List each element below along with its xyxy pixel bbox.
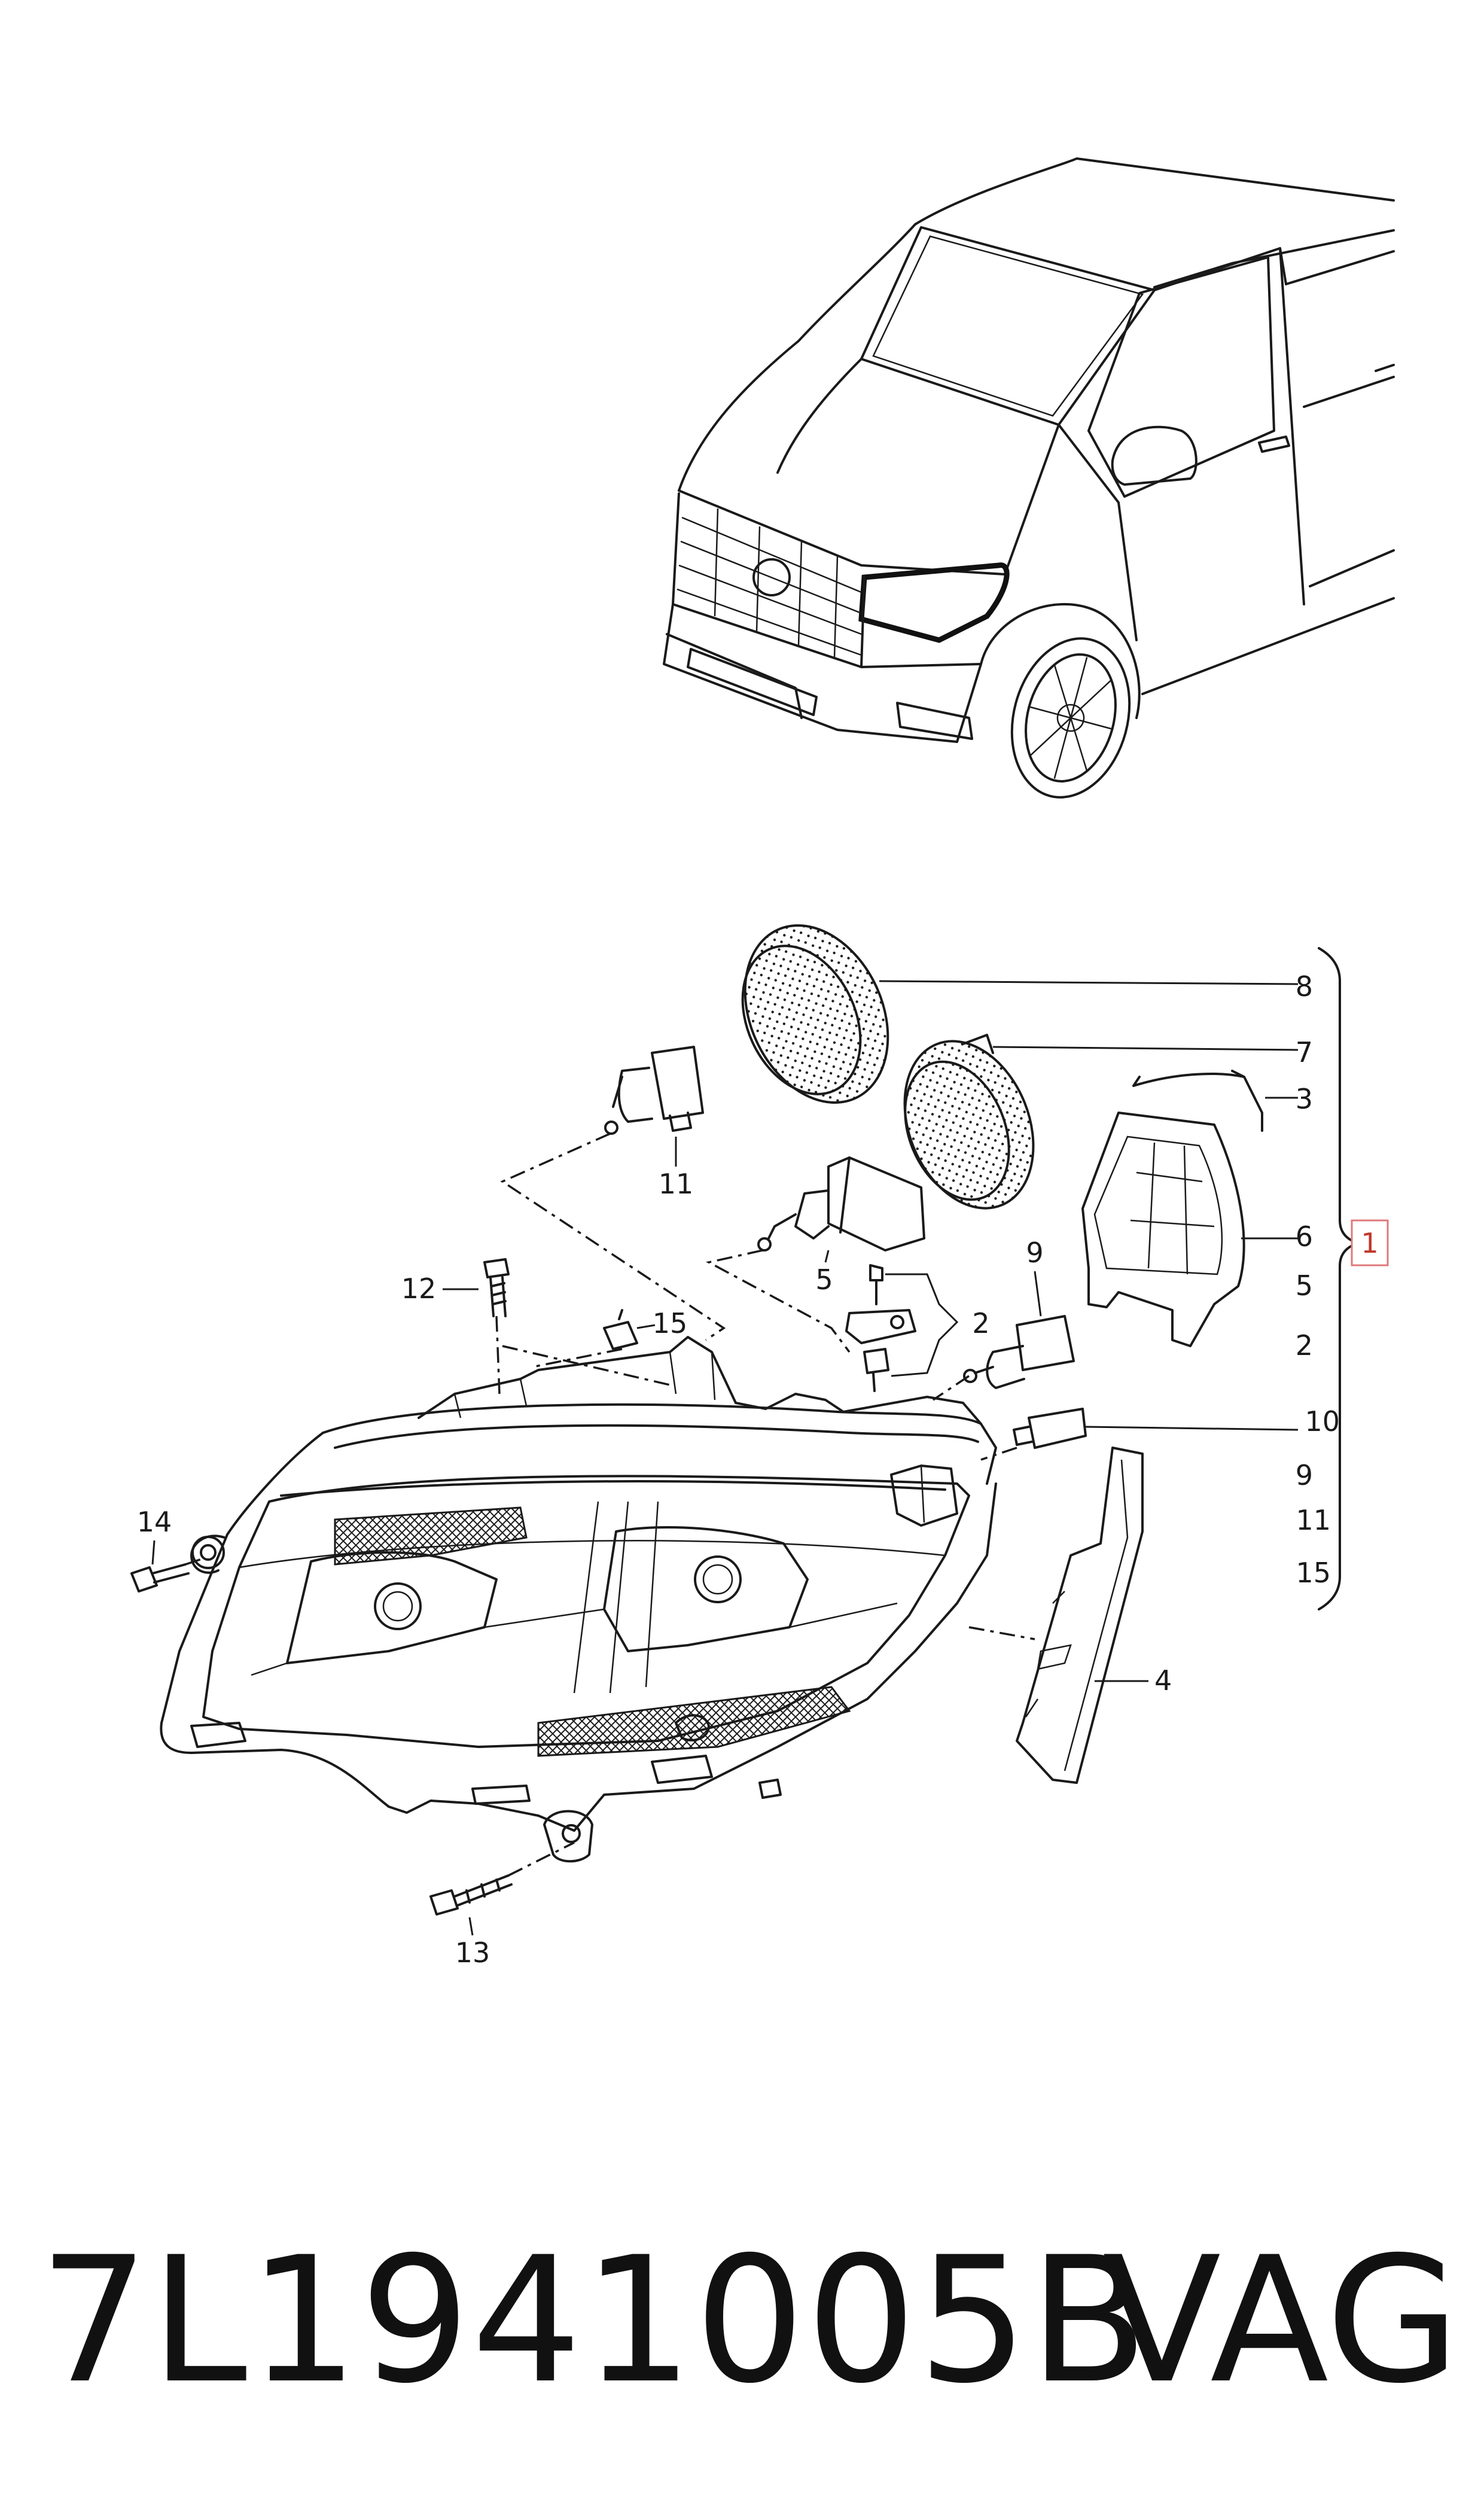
part-12-screw: 12 (401, 1258, 510, 1317)
callout-11: 11 (659, 1168, 694, 1200)
list-callout-15: 15 (1296, 1557, 1331, 1589)
part-8-dust-cap (741, 924, 1299, 1104)
part-9-bulb: 9 (963, 1237, 1075, 1389)
list-callout-2: 2 (1296, 1329, 1313, 1362)
part-15-clip: 15 (603, 1307, 688, 1350)
assembly-lines (185, 1132, 1035, 1877)
list-callout-10: 10 (1305, 1405, 1340, 1438)
assembly-callout-box (1351, 1219, 1389, 1266)
list-callout-8: 8 (1296, 970, 1313, 1003)
part-10-bulb (1013, 1408, 1299, 1449)
footer: 7L1941005B VAG (0, 2231, 1484, 2411)
grille-bars (677, 508, 862, 659)
list-callout-11: 11 (1296, 1504, 1331, 1536)
van-illustration (663, 157, 1395, 799)
part-13-screw: 13 (429, 1874, 513, 1969)
bracket-list: 8 7 3 6 5 2 10 9 11 15 (1296, 970, 1340, 1589)
callout-13: 13 (455, 1937, 490, 1969)
callout-15: 15 (653, 1307, 688, 1339)
wheel-spokes (1029, 657, 1113, 779)
part-number: 7L1941005B (39, 2220, 1150, 2422)
part-14-screw: 14 (130, 1506, 225, 1593)
part-7-dust-cap (903, 1034, 1299, 1210)
assembly-callout-label: 1 (1361, 1227, 1378, 1259)
part-4-trim-strip: 4 (1016, 1447, 1172, 1784)
brand-label: VAG (1102, 2220, 1460, 2422)
part-11-bulb: 11 (604, 1046, 704, 1200)
part-2-adjusting-elements: 2 (845, 1264, 990, 1392)
callout-12: 12 (401, 1272, 437, 1305)
list-callout-7: 7 (1296, 1036, 1313, 1068)
part-3-wire-clip (1132, 1070, 1298, 1132)
part-6-cover (1081, 1112, 1298, 1347)
list-callout-6: 6 (1296, 1220, 1313, 1253)
assembly-bracket: 1 (1318, 947, 1389, 1610)
callout-4: 4 (1154, 1664, 1172, 1697)
part-5-adjuster: 5 (757, 1156, 925, 1296)
callout-14: 14 (137, 1506, 172, 1538)
callout-5: 5 (815, 1263, 833, 1296)
headlight-housing (160, 1336, 997, 1863)
list-callout-9: 9 (1296, 1459, 1313, 1491)
callout-2: 2 (972, 1307, 989, 1339)
list-callout-3: 3 (1296, 1083, 1313, 1115)
callout-9: 9 (1026, 1237, 1043, 1269)
list-callout-5: 5 (1296, 1269, 1313, 1302)
